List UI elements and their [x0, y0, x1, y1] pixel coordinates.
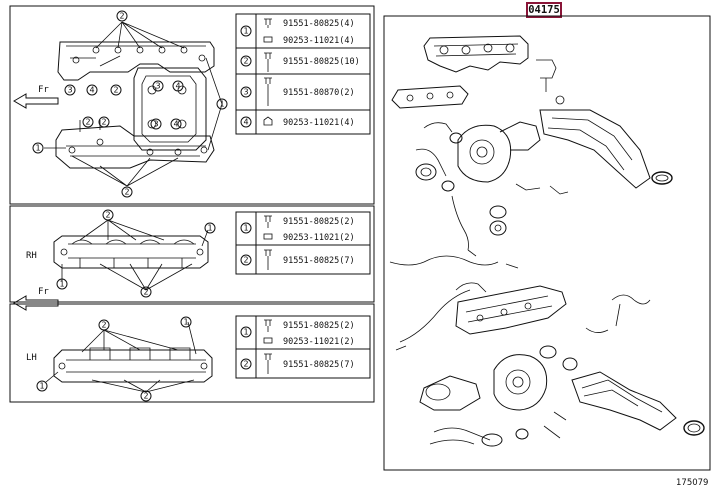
part-number: 90253-11021(2) [283, 337, 355, 347]
svg-text:4: 4 [243, 118, 248, 127]
part-number: 91551-80825(7) [283, 256, 355, 266]
svg-text:3: 3 [153, 120, 158, 129]
rh-side-label: RH [26, 251, 37, 261]
svg-text:1: 1 [243, 27, 248, 36]
fastener-table-rh: 1 91551-80825(2) 90253-11021(2) 2 91551-… [235, 211, 371, 275]
svg-text:2: 2 [243, 256, 248, 265]
svg-text:2: 2 [101, 321, 106, 330]
rh-panel-frame [9, 205, 375, 303]
part-number: 91551-80870(2) [283, 88, 355, 98]
svg-text:2: 2 [143, 392, 148, 401]
figure-id: 175079 [676, 478, 709, 488]
svg-text:3: 3 [67, 86, 72, 95]
svg-text:1: 1 [35, 144, 40, 153]
top-panel-drawing: Fr 2 3 4 2 3 4 3 4 1 1 2 [13, 10, 228, 198]
svg-text:2: 2 [101, 118, 106, 127]
rh-panel-drawing: RH Fr 2 1 1 2 [13, 209, 216, 311]
svg-text:1: 1 [39, 382, 44, 391]
svg-text:4: 4 [175, 82, 180, 91]
svg-text:1: 1 [243, 328, 248, 337]
exploded-view-drawing [389, 35, 705, 447]
svg-text:4: 4 [89, 86, 94, 95]
front-label: Fr [38, 287, 49, 297]
lh-side-label: LH [26, 353, 37, 363]
part-number: 91551-80825(4) [283, 19, 355, 29]
fastener-table-lh: 1 91551-80825(2) 90253-11021(2) 2 91551-… [235, 315, 371, 379]
svg-text:1: 1 [243, 224, 248, 233]
svg-text:1: 1 [59, 280, 64, 289]
front-arrow-middle: Fr [13, 287, 59, 311]
part-number: 90253-11021(4) [283, 36, 355, 46]
svg-text:2: 2 [124, 188, 129, 197]
lh-panel-frame [9, 303, 375, 403]
exploded-view-frame [383, 15, 711, 471]
svg-text:2: 2 [113, 86, 118, 95]
illustration-code-box: 04175 [526, 2, 562, 18]
top-panel-frame [9, 5, 375, 205]
part-number: 91551-80825(2) [283, 321, 355, 331]
svg-text:2: 2 [85, 118, 90, 127]
svg-text:2: 2 [119, 12, 124, 21]
svg-text:1: 1 [183, 318, 188, 327]
part-number: 90253-11021(4) [283, 118, 355, 128]
svg-text:4: 4 [173, 120, 178, 129]
fastener-table-top: 1 91551-80825(4) 90253-11021(4) 2 91551-… [235, 13, 371, 135]
svg-text:2: 2 [243, 57, 248, 66]
svg-text:2: 2 [243, 360, 248, 369]
front-label: Fr [38, 85, 49, 95]
part-number: 90253-11021(2) [283, 233, 355, 243]
svg-text:3: 3 [155, 82, 160, 91]
svg-text:2: 2 [105, 211, 110, 220]
svg-text:3: 3 [243, 88, 248, 97]
lh-panel-drawing: LH 2 1 1 2 [26, 316, 213, 402]
front-arrow-top: Fr [13, 85, 59, 109]
part-number: 91551-80825(10) [283, 57, 360, 67]
svg-text:2: 2 [143, 288, 148, 297]
svg-text:1: 1 [207, 224, 212, 233]
part-number: 91551-80825(7) [283, 360, 355, 370]
svg-text:1: 1 [219, 100, 224, 109]
part-number: 91551-80825(2) [283, 217, 355, 227]
